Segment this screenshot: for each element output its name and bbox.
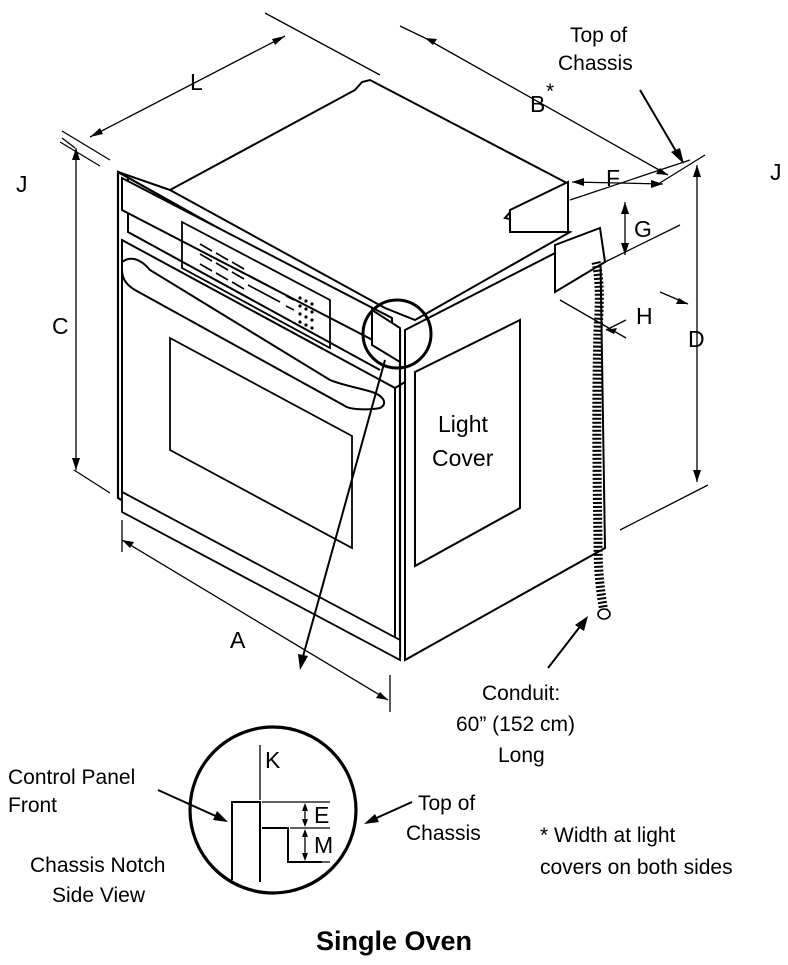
detail-circle-corner (361, 298, 433, 370)
dim-label-B: B (530, 91, 545, 117)
diagram-title: Single Oven (316, 926, 472, 956)
door-window (169, 336, 353, 550)
dim-label-G: G (634, 216, 652, 242)
door-handle (121, 257, 386, 411)
dim-label-D: D (688, 326, 705, 352)
top-of-chassis-detail-line2: Chassis (406, 822, 481, 845)
dim-label-B-mark: * (546, 80, 554, 103)
conduit-line3: Long (498, 744, 545, 767)
width-note-line2: covers on both sides (540, 856, 733, 879)
light-cover-line1: Light (438, 411, 488, 437)
light-cover-label: Light Cover (432, 411, 494, 471)
chassis-notch-side-view-label: Chassis Notch Side View (30, 854, 171, 907)
width-note-line1: * Width at light (540, 824, 676, 847)
width-note-label: * Width at light covers on both sides (540, 824, 733, 879)
dimension-lines (59, 12, 709, 712)
top-of-chassis-line1: Top of (570, 24, 627, 47)
control-panel-front-line2: Front (8, 794, 57, 817)
control-keys (199, 243, 295, 311)
chassis-notch-line1: Chassis Notch (30, 854, 165, 877)
keypad-dots (298, 296, 314, 330)
control-display-window (181, 220, 331, 350)
dim-label-M: M (314, 832, 333, 858)
dim-label-E: E (314, 802, 329, 828)
conduit-end (597, 608, 611, 620)
callout-arrows (298, 89, 684, 670)
dim-label-J-left: J (16, 171, 28, 197)
conduit-label: Conduit: 60” (152 cm) Long (456, 682, 581, 767)
top-of-chassis-label: Top of Chassis (558, 24, 633, 75)
conduit-line2: 60” (152 cm) (456, 713, 575, 736)
chassis-notch-detail (157, 725, 413, 895)
top-of-chassis-detail-line1: Top of (418, 792, 475, 815)
top-of-chassis-line2: Chassis (558, 52, 633, 75)
oven-bottom-trim (121, 490, 401, 662)
labels: L B * J J C A D F G H K E M Top of Chass… (8, 24, 782, 956)
light-cover-panel (414, 318, 521, 568)
dim-label-L: L (190, 69, 203, 95)
dim-label-F: F (606, 165, 620, 191)
control-panel-front-line1: Control Panel (8, 766, 135, 789)
top-of-chassis-detail-label: Top of Chassis (406, 792, 481, 845)
chassis-notch-block (509, 180, 569, 233)
dim-label-H: H (636, 303, 653, 329)
dim-label-A: A (230, 627, 246, 653)
dim-label-K: K (265, 747, 281, 773)
conduit-line1: Conduit: (482, 682, 560, 705)
detail-circle-large (188, 725, 358, 895)
dim-label-J-right: J (770, 159, 782, 185)
conduit (591, 261, 609, 613)
chassis-notch-line2: Side View (52, 884, 146, 907)
dim-label-C: C (52, 313, 69, 339)
light-cover-line2: Cover (432, 445, 494, 471)
control-panel-front-label: Control Panel Front (8, 766, 141, 817)
oven-body (116, 78, 611, 662)
